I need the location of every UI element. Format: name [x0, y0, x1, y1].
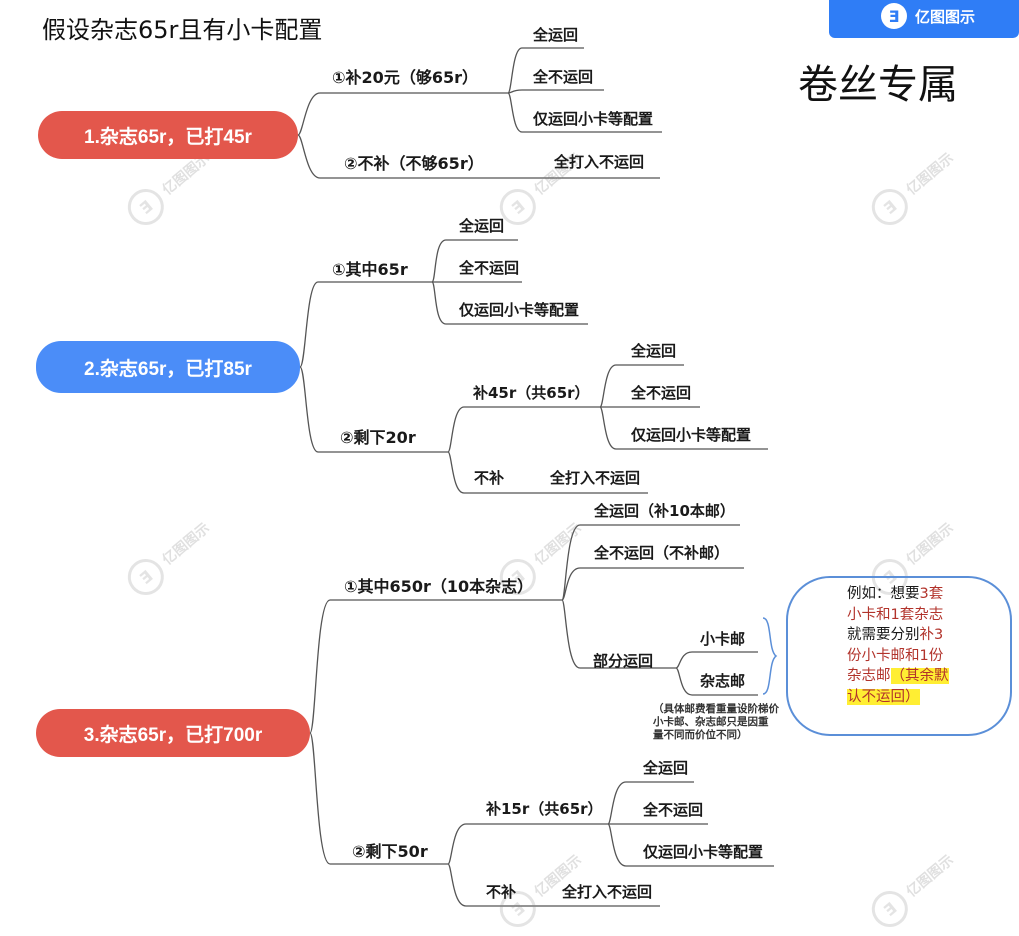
leaf-3-1-partial-2: 杂志邮 — [700, 672, 746, 690]
callout-text-plain: 就需要分别 — [847, 627, 920, 643]
sub-branch-3-2-2: 不补 — [486, 883, 517, 901]
callout-text-plain: 例如：想要 — [847, 586, 920, 602]
leaf-3-1-1: 全运回（补10本邮） — [594, 502, 735, 520]
callout-text-red: 补3份小卡邮和1份杂志邮 — [847, 627, 944, 684]
leaf-2-2-1-3: 仅运回小卡等配置 — [631, 426, 752, 444]
branch-2-2: ②剩下20r — [340, 428, 416, 447]
edraw-logo-icon: Ǝ — [881, 3, 907, 29]
postage-note-line: 小卡邮、杂志邮只是因重 — [653, 716, 769, 728]
leaf-2-2-1-2: 全不运回 — [631, 384, 692, 402]
branch-2-1: ①其中65r — [332, 260, 408, 279]
leaf-3-2-1-3: 仅运回小卡等配置 — [643, 843, 764, 861]
branch-3-2: ②剩下50r — [352, 842, 428, 861]
connector-lines — [297, 47, 778, 907]
brand-badge: Ǝ 亿图图示 — [829, 0, 1019, 38]
leaf-3-2-1-1: 全运回 — [643, 759, 689, 777]
leaf-1-2-1: 全打入不运回 — [554, 153, 645, 171]
leaf-2-2-2-1: 全打入不运回 — [550, 469, 641, 487]
sub-branch-2-2-2: 不补 — [474, 469, 505, 487]
example-callout-text: 例如：想要3套小卡和1套杂志就需要分别补3份小卡邮和1份杂志邮（其余默认不运回） — [847, 584, 957, 707]
leaf-3-1-partial-1: 小卡邮 — [700, 630, 746, 648]
leaf-3-1-2: 全不运回（不补邮） — [594, 544, 730, 562]
root-node-1: 1.杂志65r，已打45r — [38, 111, 298, 159]
example-callout — [786, 576, 1012, 736]
leaf-2-2-1-1: 全运回 — [631, 342, 677, 360]
page-title: 假设杂志65r且有小卡配置 — [42, 16, 323, 44]
leaf-3-2-2-1: 全打入不运回 — [562, 883, 653, 901]
leaf-1-1-2: 全不运回 — [533, 68, 594, 86]
leaf-1-1-3: 仅运回小卡等配置 — [533, 110, 654, 128]
leaf-2-1-2: 全不运回 — [459, 259, 520, 277]
tagline: 卷丝专属 — [798, 62, 958, 108]
sub-branch-3-2-1: 补15r（共65r） — [486, 800, 603, 818]
leaf-1-1-1: 全运回 — [533, 26, 579, 44]
postage-note-line: 量不同而价位不同） — [653, 729, 748, 741]
branch-3-1: ①其中650r（10本杂志） — [344, 577, 534, 596]
postage-note-line: （具体邮费看重量设阶梯价 — [653, 703, 779, 715]
callout-text-red: 3套小卡和1套杂志 — [847, 586, 944, 623]
leaf-3-2-1-2: 全不运回 — [643, 801, 704, 819]
branch-1-1: ①补20元（够65r） — [332, 68, 478, 87]
sub-branch-2-2-1: 补45r（共65r） — [473, 384, 590, 402]
brand-name: 亿图图示 — [915, 7, 976, 26]
postage-note: （具体邮费看重量设阶梯价 小卡邮、杂志邮只是因重 量不同而价位不同） — [653, 703, 779, 742]
root-node-2: 2.杂志65r，已打85r — [36, 341, 300, 393]
sub-branch-3-1-partial: 部分运回 — [593, 652, 654, 670]
root-node-3: 3.杂志65r，已打700r — [36, 709, 310, 757]
leaf-2-1-1: 全运回 — [459, 217, 505, 235]
branch-1-2: ②不补（不够65r） — [344, 154, 484, 173]
leaf-2-1-3: 仅运回小卡等配置 — [459, 301, 580, 319]
